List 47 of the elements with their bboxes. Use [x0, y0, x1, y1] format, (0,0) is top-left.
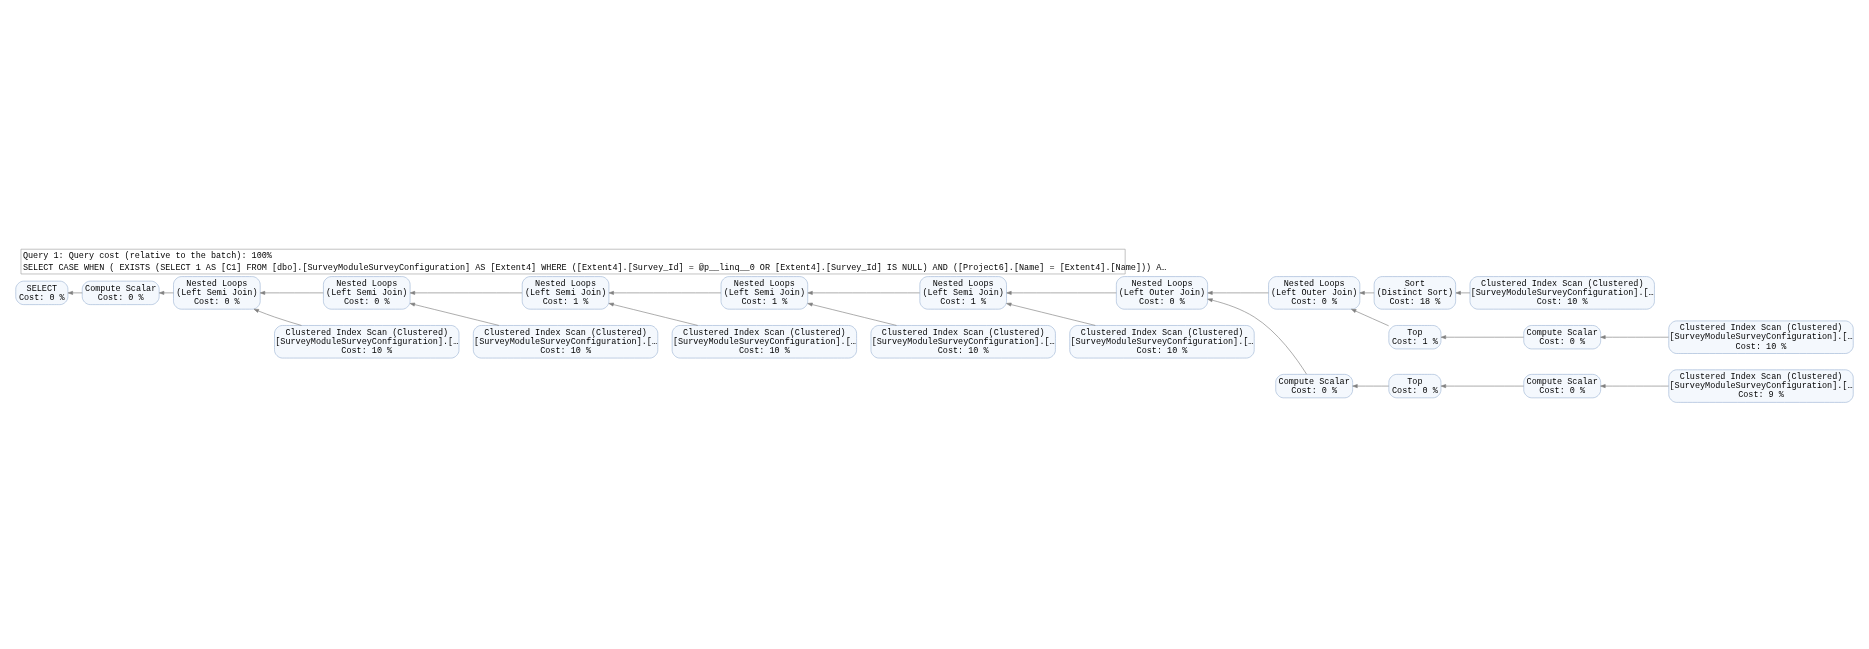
arrow — [253, 308, 302, 326]
node-box: Sort (Distinct Sort) Cost: 18 % — [1373, 276, 1456, 310]
node-box: Clustered Index Scan (Clustered) [SurveyModuleSurveyConfiguration].[… Cost: 10 % — [671, 325, 857, 359]
arrow — [807, 290, 920, 295]
arrow — [1351, 308, 1389, 327]
arrow — [409, 290, 523, 295]
node-box: Clustered Index Scan (Clustered) [SurveyModuleSurveyConfiguration].[… Cost: 10 % — [1069, 325, 1255, 359]
arrow — [1207, 290, 1269, 295]
arrow — [159, 290, 174, 295]
arrow — [1352, 384, 1389, 388]
node-box: Clustered Index Scan (Clustered) [SurveyModuleSurveyConfiguration].[… Cost: 10 % — [473, 325, 659, 359]
arrow — [1440, 335, 1524, 340]
node-box: Top Cost: 0 % — [1388, 374, 1442, 399]
node-box: Clustered Index Scan (Clustered) [SurveyModuleSurveyConfiguration].[… Cost: 10 % — [1469, 276, 1655, 310]
arrow — [1440, 384, 1524, 388]
node-box: Compute Scalar Cost: 0 % — [81, 280, 160, 305]
arrow — [1600, 335, 1669, 340]
node-box: Nested Loops (Left Outer Join) Cost: 0 % — [1268, 276, 1361, 310]
arrow — [608, 290, 722, 295]
arrow — [1359, 290, 1375, 295]
arrow — [67, 290, 83, 295]
node-box: Nested Loops (Left Outer Join) Cost: 0 % — [1116, 276, 1208, 310]
node-box: Compute Scalar Cost: 0 % — [1523, 325, 1601, 350]
caption: SELECT CASE WHEN ( EXISTS (SELECT 1 AS [C1] FROM [dbo].[SurveyModuleSurveyConfiguration] AS [Extent4] WHERE ([Extent4].[Survey_Id] = @p__linq__0 OR [Extent4].[Survey_Id] IS NULL) AND ([Project6].[Name] = [Extent4].[Name])) A… — [22, 262, 1167, 273]
node-box: SELECT Cost: 0 % — [15, 280, 69, 305]
diagram-title: Query 1: Query cost (relative to the batch): 100% — [22, 250, 272, 261]
arrow — [807, 302, 897, 326]
node-box: Compute Scalar Cost: 0 % — [1523, 374, 1601, 399]
arrow — [259, 290, 324, 295]
arrow — [409, 302, 500, 326]
node-box: Clustered Index Scan (Clustered) [SurveyModuleSurveyConfiguration].[… Cost: 10 % — [1668, 320, 1854, 354]
node-box: Nested Loops (Left Semi Join) Cost: 1 % — [919, 276, 1007, 310]
arrow — [1600, 384, 1669, 388]
node-box: Nested Loops (Left Semi Join) Cost: 1 % — [521, 276, 610, 310]
node-box: Compute Scalar Cost: 0 % — [1275, 374, 1353, 399]
node-box: Nested Loops (Left Semi Join) Cost: 1 % — [720, 276, 809, 310]
node-box: Top Cost: 1 % — [1388, 325, 1442, 350]
node-box: Clustered Index Scan (Clustered) [SurveyModuleSurveyConfiguration].[… Cost: 10 % — [870, 325, 1056, 359]
arrow — [1207, 298, 1307, 375]
node-box: Clustered Index Scan (Clustered) [SurveyModuleSurveyConfiguration].[… Cost: 9 % — [1668, 369, 1854, 403]
node-box: Nested Loops (Left Semi Join) Cost: 0 % — [173, 276, 261, 310]
arrow — [1455, 290, 1471, 295]
node-box: Nested Loops (Left Semi Join) Cost: 0 % — [323, 276, 411, 310]
node-box: Clustered Index Scan (Clustered) [SurveyModuleSurveyConfiguration].[… Cost: 10 % — [274, 325, 460, 359]
arrow — [1006, 302, 1096, 326]
arrow — [1006, 290, 1117, 295]
arrow — [608, 302, 698, 326]
